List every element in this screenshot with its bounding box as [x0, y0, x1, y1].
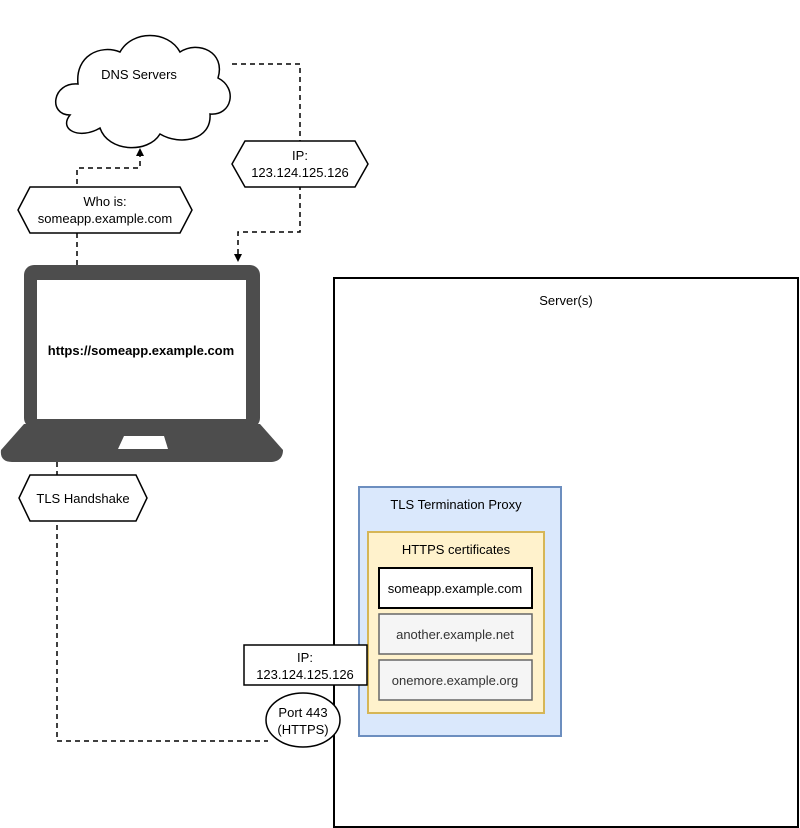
laptop-url: https://someapp.example.com	[48, 343, 234, 358]
ip-response-line2: 123.124.125.126	[251, 165, 349, 180]
tls-handshake-label: TLS Handshake	[36, 491, 129, 506]
dns-servers-cloud: DNS Servers	[55, 34, 231, 149]
port-443-ellipse: Port 443 (HTTPS)	[265, 692, 341, 748]
cert-item-label: onemore.example.org	[392, 673, 518, 688]
ip-response-hexagon: IP: 123.124.125.126	[231, 140, 369, 188]
cert-item-box	[378, 567, 533, 609]
proxy-label: TLS Termination Proxy	[390, 497, 522, 512]
port-line1: Port 443	[278, 705, 327, 720]
dns-servers-label: DNS Servers	[101, 67, 177, 82]
cert-item-box	[378, 613, 533, 655]
laptop-screen	[37, 280, 246, 419]
port-line2: (HTTPS)	[277, 722, 328, 737]
ip-box-line1: IP:	[297, 650, 313, 665]
server-label: Server(s)	[539, 293, 592, 308]
tls-handshake-connector	[56, 462, 268, 742]
cert-item-label: another.example.net	[396, 627, 514, 642]
cert-item-box	[378, 659, 533, 701]
cert-item-label: someapp.example.com	[388, 581, 522, 596]
dns-response-connector	[232, 63, 301, 262]
ip-box: IP: 123.124.125.126	[243, 644, 368, 686]
https-certificates: HTTPS certificates someapp.example.com a…	[367, 531, 545, 714]
certs-label: HTTPS certificates	[402, 542, 511, 557]
tls-handshake-hexagon: TLS Handshake	[18, 474, 148, 522]
who-is-hexagon: Who is: someapp.example.com	[17, 186, 193, 234]
who-is-line2: someapp.example.com	[38, 211, 172, 226]
ip-response-line1: IP:	[292, 148, 308, 163]
laptop-touchpad	[118, 436, 168, 449]
who-is-line1: Who is:	[83, 194, 126, 209]
ip-box-line2: 123.124.125.126	[256, 667, 354, 682]
laptop-icon: https://someapp.example.com	[0, 265, 283, 462]
